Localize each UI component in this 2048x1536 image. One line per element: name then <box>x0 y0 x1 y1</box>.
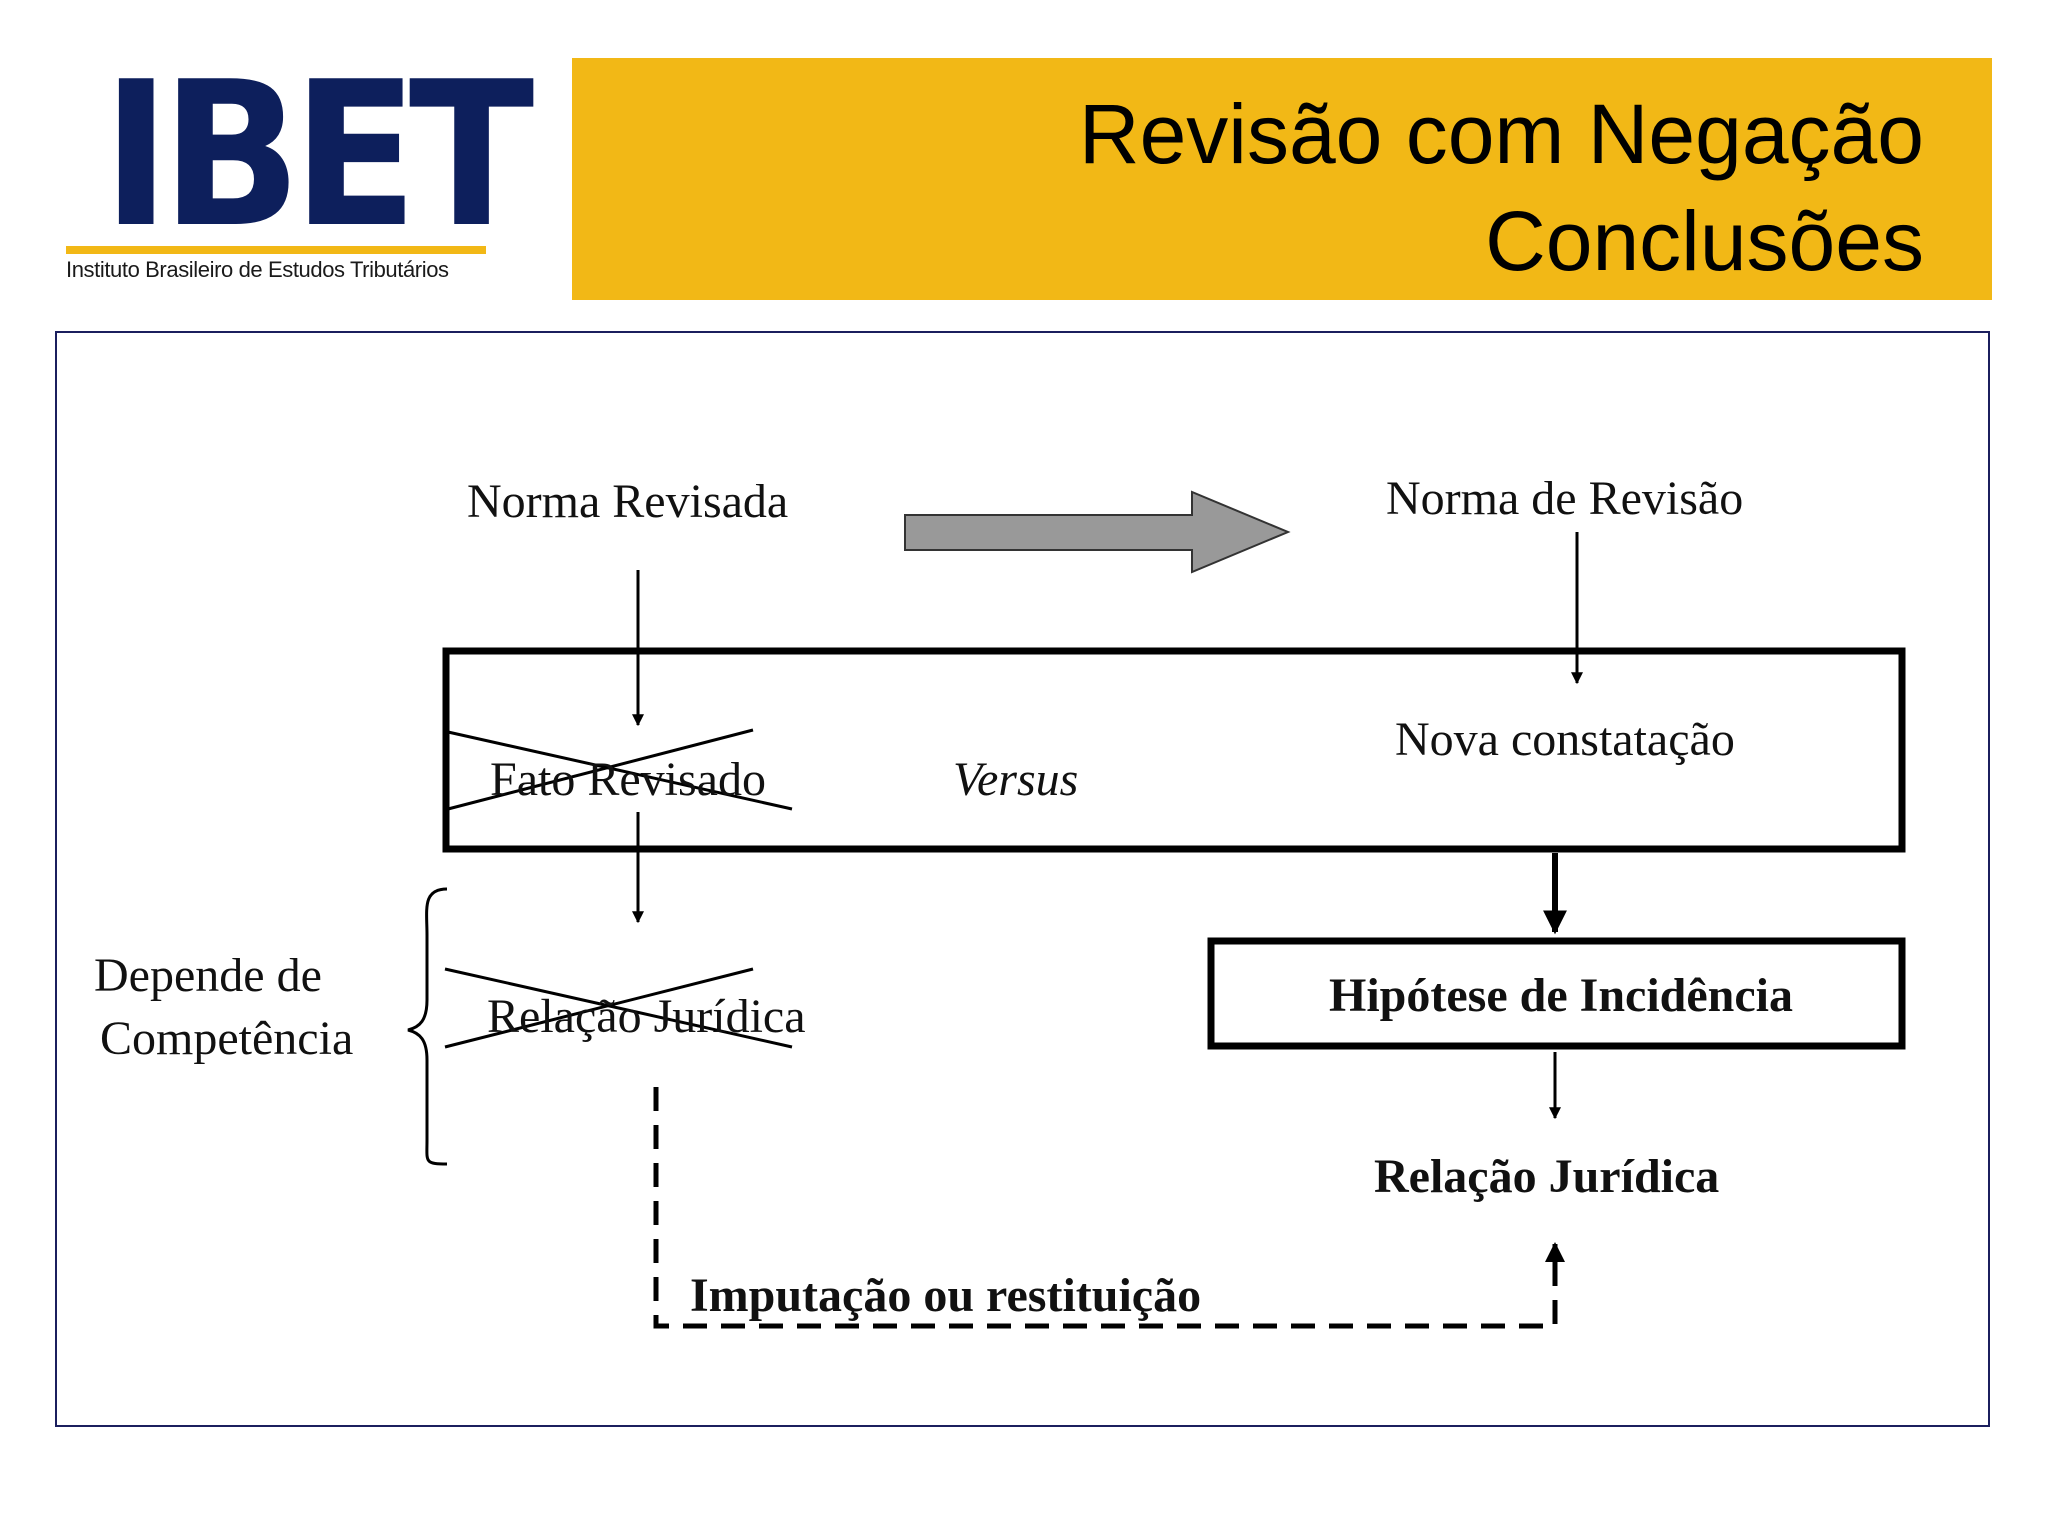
hipotese-box <box>1207 937 1906 1050</box>
cross-fato-b <box>447 728 754 811</box>
title-line-2: Conclusões <box>1485 194 1924 288</box>
label-relacao-crossed: Relação Jurídica <box>487 990 806 1043</box>
label-imputacao: Imputação ou restituição <box>690 1269 1202 1322</box>
title-line-1: Revisão com Negação <box>1078 87 1924 181</box>
label-norma-revisada: Norma Revisada <box>467 475 789 528</box>
title-banner: Revisão com Negação Conclusões <box>572 58 1992 300</box>
dashed-return-path <box>653 1087 1558 1329</box>
logo-mark: IBET <box>102 39 534 272</box>
logo-subtitle: Instituto Brasileiro de Estudos Tributár… <box>66 257 449 282</box>
comparison-box <box>442 647 1906 853</box>
big-gray-arrow <box>904 490 1291 574</box>
label-nova-constatacao: Nova constatação <box>1395 713 1735 766</box>
label-norma-revisao: Norma de Revisão <box>1386 472 1744 525</box>
label-relacao-juridica: Relação Jurídica <box>1374 1150 1720 1203</box>
logo-underline <box>66 246 486 254</box>
label-hipotese: Hipótese de Incidência <box>1329 969 1793 1022</box>
diagram-frame <box>55 331 1990 1427</box>
label-fato-revisado: Fato Revisado <box>490 753 766 806</box>
label-depende-2: Competência <box>100 1012 354 1065</box>
cross-fato-a <box>447 730 793 811</box>
cross-relacao-a <box>444 967 793 1049</box>
cross-relacao-b <box>444 967 754 1049</box>
ibet-logo: IBET Instituto Brasileiro de Estudos Tri… <box>62 56 534 286</box>
brace <box>407 887 448 1166</box>
label-depende-1: Depende de <box>94 949 322 1002</box>
label-versus: Versus <box>953 753 1079 806</box>
